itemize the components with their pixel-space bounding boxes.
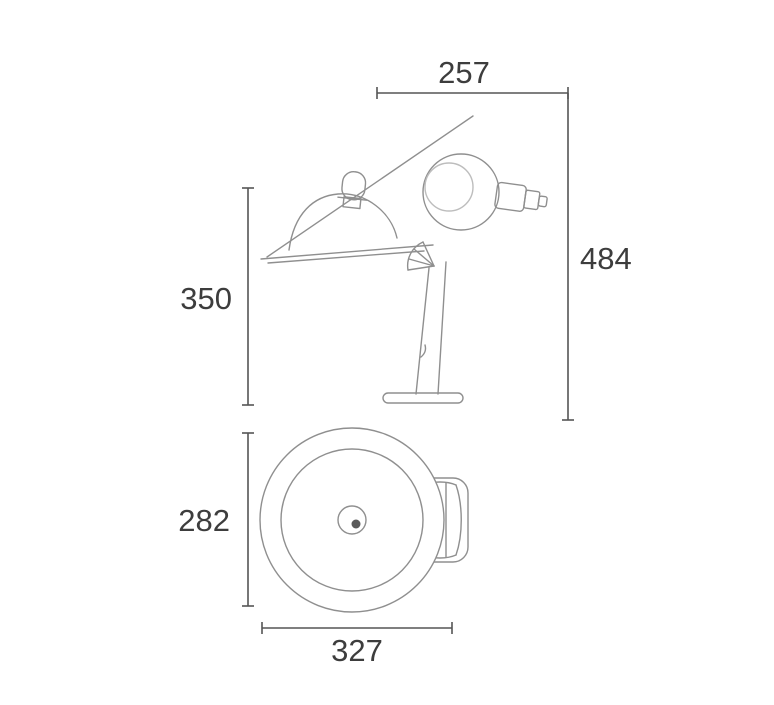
- dim-label-top-width: 257: [438, 55, 490, 90]
- arm-rod: [266, 115, 474, 258]
- pivot-fan-spoke: [413, 248, 435, 267]
- dimension-topview-width: 327: [261, 622, 453, 668]
- side-view: 257 484 350: [180, 55, 632, 421]
- dim-label-overall-height: 484: [580, 241, 632, 276]
- shade-inner-circle: [280, 448, 424, 592]
- dimension-body-height: 350: [180, 187, 254, 406]
- bulb-collar-line: [337, 196, 368, 201]
- knob-barrel-right: [455, 484, 462, 556]
- pivot-fan-spoke: [422, 241, 435, 267]
- shade-brim-underside: [267, 250, 425, 264]
- shade-dome: [288, 193, 398, 251]
- dimension-overall-height: 484: [562, 93, 632, 421]
- hub-circle: [337, 505, 367, 535]
- base: [382, 392, 464, 404]
- dim-label-topview-depth: 282: [178, 503, 230, 538]
- dim-label-body-height: 350: [180, 281, 232, 316]
- side-view-drawing: [260, 115, 548, 404]
- dimension-topview-depth: 282: [178, 432, 254, 607]
- center-dot: [351, 519, 361, 529]
- bulb-glass: [341, 171, 367, 201]
- dim-label-topview-width: 327: [331, 633, 383, 668]
- dimension-top-width: 257: [376, 55, 569, 99]
- plug: [494, 181, 548, 212]
- top-view: 282 327: [178, 427, 469, 668]
- shade-brim: [260, 244, 434, 260]
- pivot-fan: [406, 241, 435, 271]
- joint-inner-circle: [424, 162, 474, 212]
- plug-neck: [523, 189, 541, 211]
- shade-outer-circle: [259, 427, 445, 613]
- pivot-fan-spoke: [408, 258, 435, 267]
- pivot-fan-spoke: [407, 265, 435, 271]
- joint-circle: [422, 153, 500, 231]
- pivot-fan-arc: [406, 241, 424, 271]
- top-view-drawing: [259, 427, 469, 613]
- leg-right-edge: [437, 261, 447, 395]
- leg-left-edge: [415, 267, 430, 395]
- plug-tip: [537, 195, 548, 208]
- bulb: [337, 171, 368, 210]
- leg-detail-mark: [420, 344, 427, 358]
- bulb-socket: [342, 196, 362, 210]
